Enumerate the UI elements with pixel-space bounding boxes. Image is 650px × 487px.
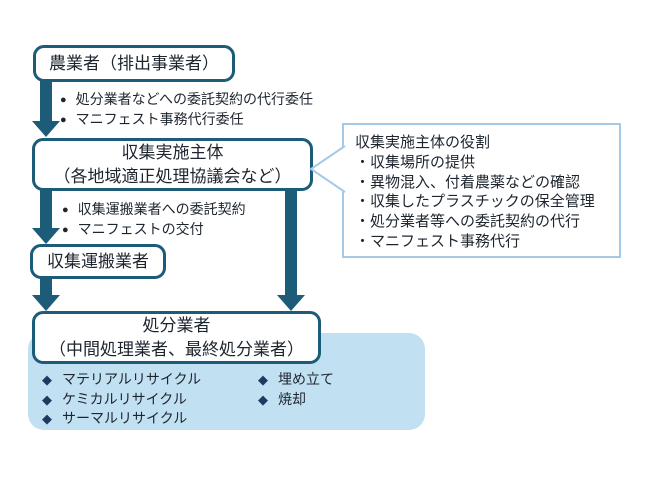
- node-farmer-label: 農業者（排出事業者）: [49, 53, 219, 73]
- method-item: ◆ ケミカルリサイクル: [42, 390, 201, 410]
- node-collection-body-line1: 収集実施主体: [121, 142, 224, 162]
- note-item: ● 処分業者などへの委託契約の代行委任: [60, 91, 313, 111]
- method-item: ◆ サーマルリサイクル: [42, 409, 201, 429]
- diamond-icon: ◆: [258, 391, 268, 407]
- arrow-head-icon: [32, 121, 60, 137]
- callout-item: ・処分業者等への委託契約の代行: [355, 213, 581, 231]
- notes-farmer-to-body: ● 処分業者などへの委託契約の代行委任 ● マニフェスト事務代行委任: [60, 91, 313, 130]
- callout-item: ・収集場所の提供: [355, 153, 476, 171]
- method-item: ◆ マテリアルリサイクル: [42, 370, 201, 390]
- node-disposer-line1: 処分業者: [142, 315, 211, 335]
- node-farmer: 農業者（排出事業者）: [33, 45, 235, 82]
- arrow-head-icon: [32, 295, 60, 311]
- node-disposer: 処分業者 （中間処理業者、最終処分業者）: [32, 311, 321, 364]
- node-disposer-line2: （中間処理業者、最終処分業者）: [49, 339, 304, 359]
- diamond-icon: ◆: [42, 372, 52, 387]
- note-item: ● マニフェスト事務代行委任: [60, 111, 313, 131]
- callout-body-roles: 収集実施主体の役割 ・収集場所の提供 ・異物混入、付着農薬などの確認 ・収集した…: [342, 123, 621, 258]
- callout-title: 収集実施主体の役割: [355, 134, 491, 151]
- arrow-shaft: [40, 79, 52, 123]
- node-transporter: 収集運搬業者: [30, 244, 166, 279]
- method-text: ケミカルリサイクル: [62, 390, 187, 407]
- bullet-icon: ●: [60, 94, 67, 106]
- notes-body-to-transporter: ● 収集運搬業者への委託契約 ● マニフェストの交付: [62, 201, 246, 240]
- node-collection-body-line2: （各地域適正処理協議会など）: [53, 166, 292, 186]
- method-text: 埋め立て: [278, 371, 334, 387]
- arrow-shaft: [285, 188, 297, 297]
- method-text: サーマルリサイクル: [62, 410, 188, 426]
- methods-column-other: ◆ 埋め立て ◆ 焼却: [258, 370, 334, 409]
- node-transporter-label: 収集運搬業者: [47, 251, 149, 271]
- diamond-icon: ◆: [258, 372, 268, 387]
- callout-item: ・異物混入、付着農薬などの確認: [355, 173, 581, 191]
- callout-item: ・マニフェスト事務代行: [355, 232, 521, 250]
- arrow-shaft: [40, 188, 52, 230]
- diamond-icon: ◆: [42, 391, 52, 407]
- methods-column-recycle: ◆ マテリアルリサイクル ◆ ケミカルリサイクル ◆ サーマルリサイクル: [42, 370, 201, 429]
- method-item: ◆ 焼却: [258, 390, 334, 410]
- arrow-head-icon: [32, 228, 60, 244]
- bullet-icon: ●: [62, 204, 69, 216]
- note-item: ● マニフェストの交付: [62, 221, 246, 241]
- note-text: マニフェストの交付: [77, 220, 204, 237]
- callout-item: ・収集したプラスチックの保全管理: [355, 193, 595, 211]
- diamond-icon: ◆: [42, 411, 52, 426]
- note-text: 処分業者などへの委託契約の代行委任: [75, 91, 313, 107]
- arrow-shaft: [40, 276, 52, 297]
- node-collection-body: 収集実施主体 （各地域適正処理協議会など）: [32, 138, 313, 191]
- method-text: 焼却: [278, 390, 306, 407]
- note-text: 収集運搬業者への委託契約: [77, 201, 246, 217]
- arrow-head-icon: [277, 295, 305, 311]
- note-item: ● 収集運搬業者への委託契約: [62, 201, 246, 221]
- callout-tail-icon: [309, 145, 346, 193]
- bullet-icon: ●: [62, 223, 69, 236]
- bullet-icon: ●: [60, 113, 67, 126]
- method-text: マテリアルリサイクル: [62, 371, 202, 387]
- note-text: マニフェスト事務代行委任: [75, 110, 244, 127]
- method-item: ◆ 埋め立て: [258, 370, 334, 390]
